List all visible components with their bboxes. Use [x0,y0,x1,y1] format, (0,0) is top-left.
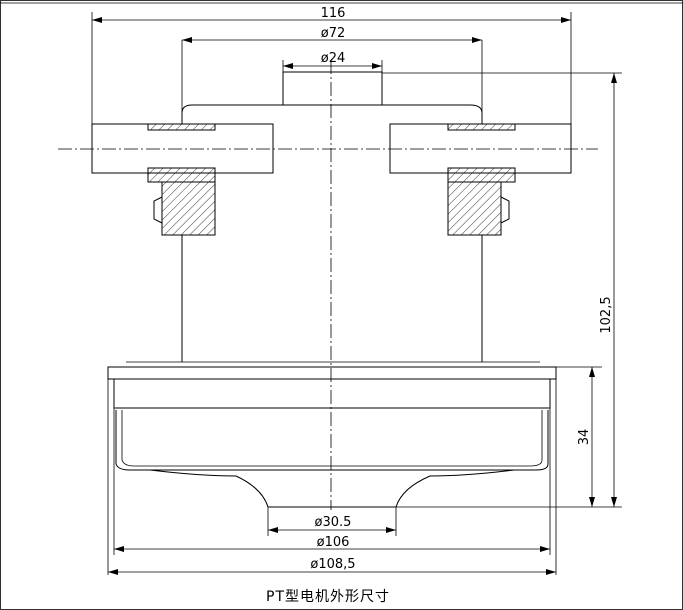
dim-housing-height: 34 [577,429,592,446]
left-nut-bottom [147,167,216,183]
right-brush-holder [447,181,502,236]
housing-flange [107,366,557,380]
right-nut-top [447,123,516,131]
dim-shaft-boss: ø24 [321,51,346,66]
dim-24-arrows [283,63,382,69]
dim-mount-spacing: ø72 [321,26,346,41]
right-holder-tab [500,196,510,224]
left-nut-top [147,123,216,131]
housing-inner-wall [121,410,543,467]
dim-housing-outer: ø108,5 [310,557,355,572]
right-nut-bottom [447,167,516,183]
impeller-hub [149,469,515,508]
dim-overall-width: 116 [321,6,346,21]
drawing-title: PT型电机外形尺寸 [266,589,390,605]
left-holder-tab [153,196,163,224]
dim-hub-diameter: ø30.5 [315,515,352,530]
shaft-boss [282,71,383,106]
left-brush-holder [161,181,216,236]
bracket-arch [181,104,483,124]
housing-body [115,410,549,471]
housing-band [113,379,551,409]
dim-housing-inner: ø106 [317,535,350,550]
right-mount-bar [389,123,572,174]
left-mount-bar [91,123,274,174]
dim-total-height: 102,5 [599,296,614,333]
